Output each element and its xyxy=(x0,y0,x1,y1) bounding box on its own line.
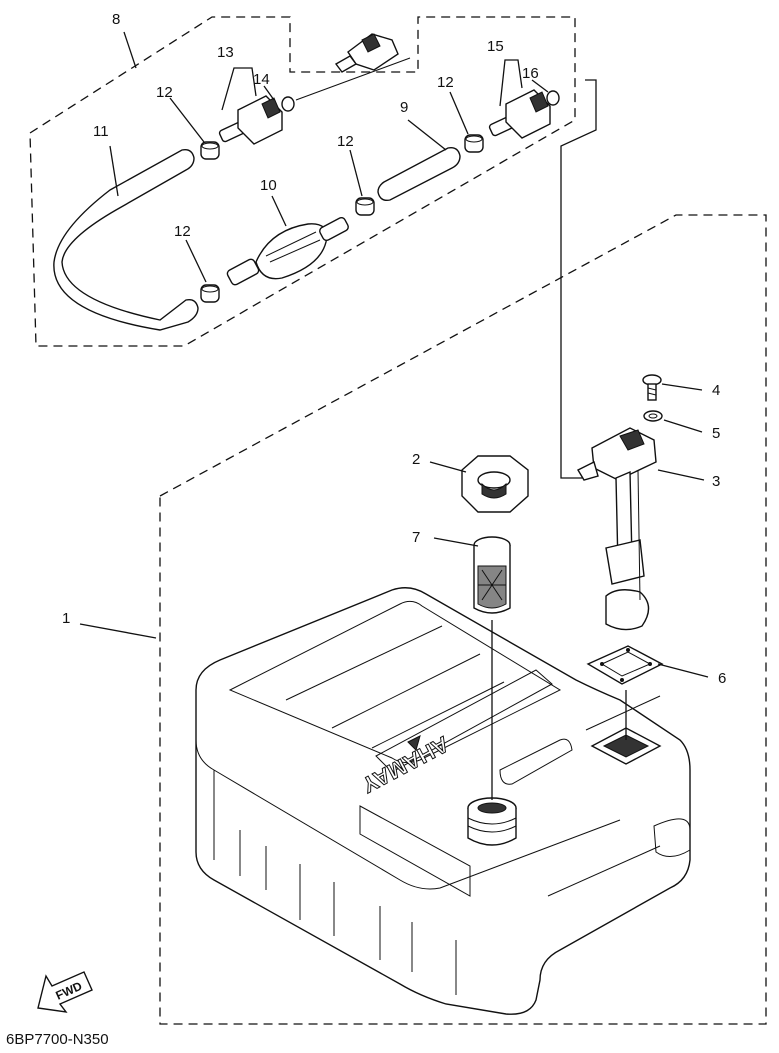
callout-11: 11 xyxy=(93,123,109,140)
part-2-fuel-cap xyxy=(461,455,529,513)
callout-5: 5 xyxy=(712,425,720,442)
callout-6: 6 xyxy=(718,670,726,687)
part-11-fuel-hose xyxy=(53,148,199,331)
callout-3: 3 xyxy=(712,473,720,490)
callout-8: 8 xyxy=(112,11,120,28)
callout-16: 16 xyxy=(522,65,539,82)
part-10-primer-pump xyxy=(226,216,349,286)
part-12-hose-clamp-c xyxy=(355,197,375,216)
part-4-screw xyxy=(642,374,662,401)
callout-10: 10 xyxy=(260,177,277,194)
callout-2: 2 xyxy=(412,451,420,468)
callout-12-d: 12 xyxy=(174,223,191,240)
callout-12-a: 12 xyxy=(156,84,173,101)
fwd-arrow-icon: FWD xyxy=(37,971,93,1013)
callout-13: 13 xyxy=(217,44,234,61)
part-6-gasket xyxy=(586,645,664,685)
callout-1: 1 xyxy=(62,610,70,627)
part-12-hose-clamp-a xyxy=(200,141,220,160)
part-15-hose-joint xyxy=(488,89,551,139)
callout-12-c: 12 xyxy=(337,133,354,150)
diagram-code: 6BP7700-N350 xyxy=(6,1031,109,1048)
part-13-hose-joint xyxy=(218,95,283,145)
part-5-washer xyxy=(643,410,663,422)
fuel-tank-group-box xyxy=(159,214,767,1025)
part-14-o-ring xyxy=(281,96,295,112)
part-9-fuel-hose xyxy=(377,146,461,202)
callout-14: 14 xyxy=(253,71,270,88)
part-16-o-ring xyxy=(546,90,560,106)
part-12-hose-clamp-d xyxy=(200,284,220,303)
callout-9: 9 xyxy=(400,99,408,116)
tank-filler-neck xyxy=(467,797,517,846)
fuel-hose-group-box xyxy=(29,16,576,347)
tank-meter-mount xyxy=(590,727,662,765)
leader-lines xyxy=(79,31,709,800)
callout-12-b: 12 xyxy=(437,74,454,91)
part-3-fuel-meter xyxy=(577,427,657,631)
hose-connection-line xyxy=(560,79,597,479)
callout-15: 15 xyxy=(487,38,504,55)
part-12-hose-clamp-b xyxy=(464,134,484,153)
part-7-filter-strainer xyxy=(473,536,511,614)
engine-connector xyxy=(334,33,399,73)
part-1-fuel-tank xyxy=(195,587,691,1015)
callout-7: 7 xyxy=(412,529,420,546)
callout-4: 4 xyxy=(712,382,720,399)
